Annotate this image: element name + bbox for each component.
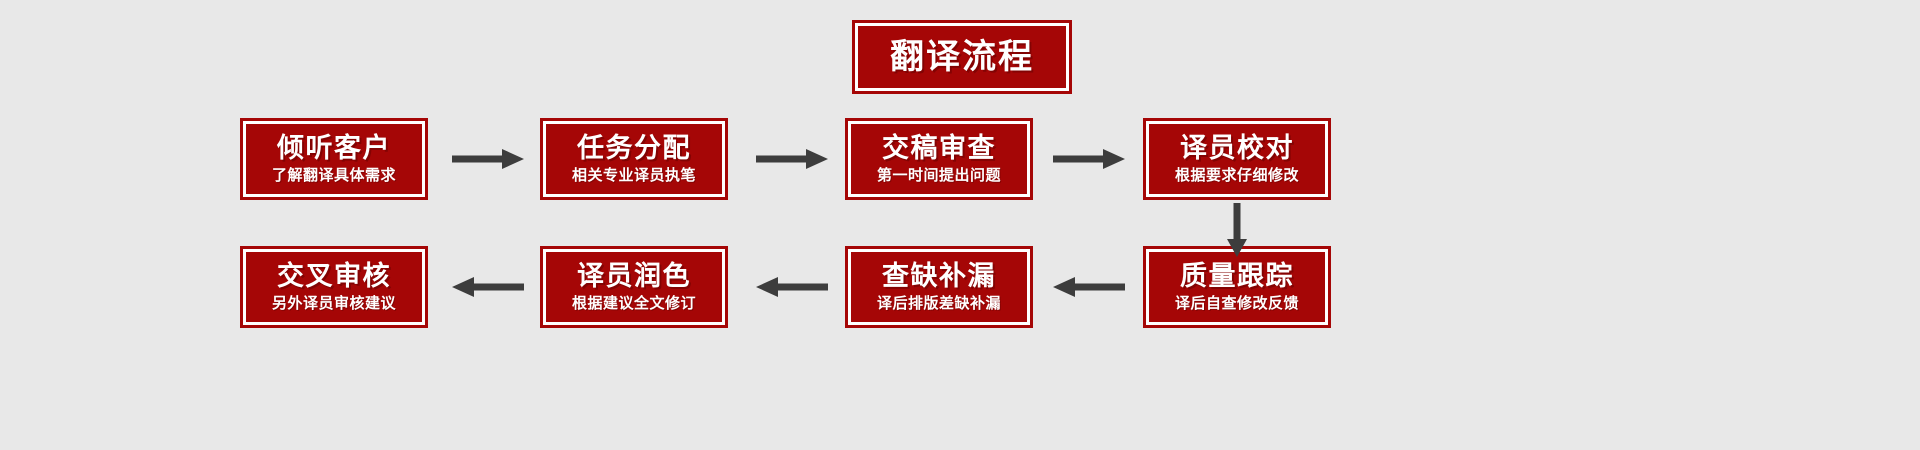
flowchart-title-text: 翻译流程 xyxy=(890,37,1034,77)
arrow-left-icon-7-8 xyxy=(452,277,524,297)
flowchart-title-box: 翻译流程 xyxy=(852,20,1072,94)
step-5-title: 质量跟踪 xyxy=(1180,260,1294,292)
step-box-5[interactable]: 质量跟踪 译后自查修改反馈 xyxy=(1143,246,1331,328)
step-7-title: 译员润色 xyxy=(577,260,691,292)
step-box-8[interactable]: 交叉审核 另外译员审核建议 xyxy=(240,246,428,328)
arrow-left-icon-5-6 xyxy=(1053,277,1125,297)
arrow-right-icon-2-3 xyxy=(756,149,828,169)
step-5-subtitle: 译后自查修改反馈 xyxy=(1174,293,1299,312)
step-box-6[interactable]: 查缺补漏 译后排版差缺补漏 xyxy=(845,246,1033,328)
arrow-right-icon-1-2 xyxy=(452,149,524,169)
arrow-right-icon-3-4 xyxy=(1053,149,1125,169)
step-2-title: 任务分配 xyxy=(577,132,691,164)
arrow-left-icon-6-7 xyxy=(756,277,828,297)
step-8-title: 交叉审核 xyxy=(277,260,391,292)
step-box-4[interactable]: 译员校对 根据要求仔细修改 xyxy=(1143,118,1331,200)
step-box-1[interactable]: 倾听客户 了解翻译具体需求 xyxy=(240,118,428,200)
step-box-2[interactable]: 任务分配 相关专业译员执笔 xyxy=(540,118,728,200)
step-6-title: 查缺补漏 xyxy=(882,260,996,292)
step-3-subtitle: 第一时间提出问题 xyxy=(876,165,1001,184)
step-3-title: 交稿审查 xyxy=(882,132,996,164)
step-4-title: 译员校对 xyxy=(1180,132,1294,164)
step-2-subtitle: 相关专业译员执笔 xyxy=(571,165,696,184)
arrow-down-icon-4-5 xyxy=(1227,203,1247,257)
step-box-7[interactable]: 译员润色 根据建议全文修订 xyxy=(540,246,728,328)
step-8-subtitle: 另外译员审核建议 xyxy=(271,293,396,312)
step-1-subtitle: 了解翻译具体需求 xyxy=(271,165,396,184)
step-6-subtitle: 译后排版差缺补漏 xyxy=(876,293,1001,312)
step-7-subtitle: 根据建议全文修订 xyxy=(571,293,696,312)
step-1-title: 倾听客户 xyxy=(277,132,391,164)
step-box-3[interactable]: 交稿审查 第一时间提出问题 xyxy=(845,118,1033,200)
step-4-subtitle: 根据要求仔细修改 xyxy=(1174,165,1299,184)
